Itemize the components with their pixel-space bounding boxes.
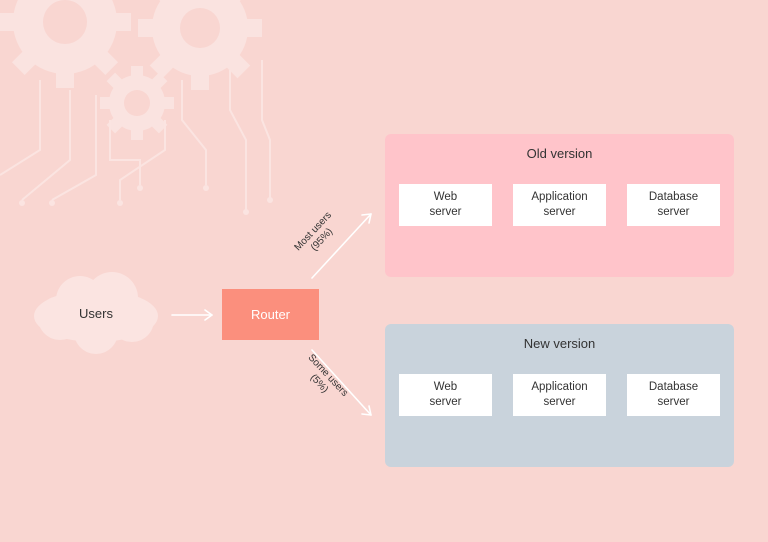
router-to-new-arrow — [311, 349, 372, 416]
old-version-title: Old version — [526, 146, 593, 161]
new-version-title: New version — [523, 336, 596, 351]
circuit-lines — [0, 60, 271, 210]
new-web-server-node: Web server — [399, 374, 492, 416]
new-application-server-node: Application server — [513, 374, 606, 416]
old-application-server-node: Application server — [513, 184, 606, 226]
router-to-old-arrow — [311, 213, 372, 279]
new-database-server-node: Database server — [627, 374, 720, 416]
circuit-dots — [19, 185, 273, 215]
gears-circuit-icon — [0, 0, 262, 140]
old-database-server-node: Database server — [627, 184, 720, 226]
old-web-server-node: Web server — [399, 184, 492, 226]
users-to-router-arrow — [171, 309, 213, 321]
router-node: Router — [222, 289, 319, 340]
cloud-icon — [34, 272, 158, 354]
users-label: Users — [79, 306, 113, 321]
